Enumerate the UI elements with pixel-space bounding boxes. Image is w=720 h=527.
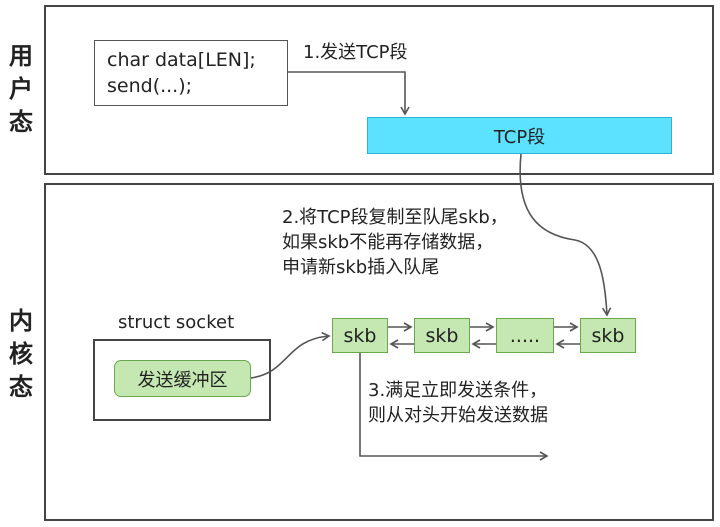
send-buffer-label: 发送缓冲区 xyxy=(137,369,228,391)
step2-note: 2.将TCP段复制至队尾skb， 如果skb不能再存储数据， 申请新skb插入队… xyxy=(282,205,508,280)
tcp-segment-box: TCP段 xyxy=(367,117,672,154)
skb-node: skb xyxy=(414,318,470,353)
step2-line: 如果skb不能再存储数据， xyxy=(282,232,494,253)
skb-label: skb xyxy=(425,324,459,347)
code-line: char data[LEN]; xyxy=(107,49,256,71)
skb-label: ..... xyxy=(509,324,541,347)
arrow-buffer-to-skb xyxy=(250,331,331,379)
step2-line: 2.将TCP段复制至队尾skb， xyxy=(282,207,508,228)
step2-line: 申请新skb插入队尾 xyxy=(282,257,440,278)
kernel-space-label-char: 核 xyxy=(9,340,33,368)
code-line: send(...); xyxy=(107,75,193,97)
arrow-send-to-tcp xyxy=(288,71,410,116)
skb-node: skb xyxy=(580,318,636,353)
user-space-label-char: 用 xyxy=(9,42,33,70)
user-space-label-char: 户 xyxy=(9,75,33,103)
skb-node: skb xyxy=(332,318,388,353)
kernel-space-label-char: 态 xyxy=(9,373,33,401)
step1-label: 1.发送TCP段 xyxy=(303,42,408,63)
tcp-segment-label: TCP段 xyxy=(493,126,546,148)
struct-socket-label: struct socket xyxy=(118,312,235,333)
step3-note: 3.满足立即发送条件， 则从对头开始发送数据 xyxy=(368,378,548,428)
skb-ellipsis-node: ..... xyxy=(496,318,554,353)
kernel-space-label-char: 内 xyxy=(9,307,33,335)
code-box: char data[LEN]; send(...); xyxy=(94,40,288,106)
skb-label: skb xyxy=(343,324,377,347)
arrow-tcp-to-skb xyxy=(519,153,612,317)
kernel-space-label: 内 核 态 xyxy=(6,305,36,404)
user-space-label-char: 态 xyxy=(9,108,33,136)
step3-line: 则从对头开始发送数据 xyxy=(368,405,548,426)
step3-line: 3.满足立即发送条件， xyxy=(368,380,548,401)
send-buffer: 发送缓冲区 xyxy=(114,360,251,397)
user-space-label: 用 户 态 xyxy=(6,40,36,139)
skb-label: skb xyxy=(591,324,625,347)
arrow-transmit xyxy=(359,353,549,461)
